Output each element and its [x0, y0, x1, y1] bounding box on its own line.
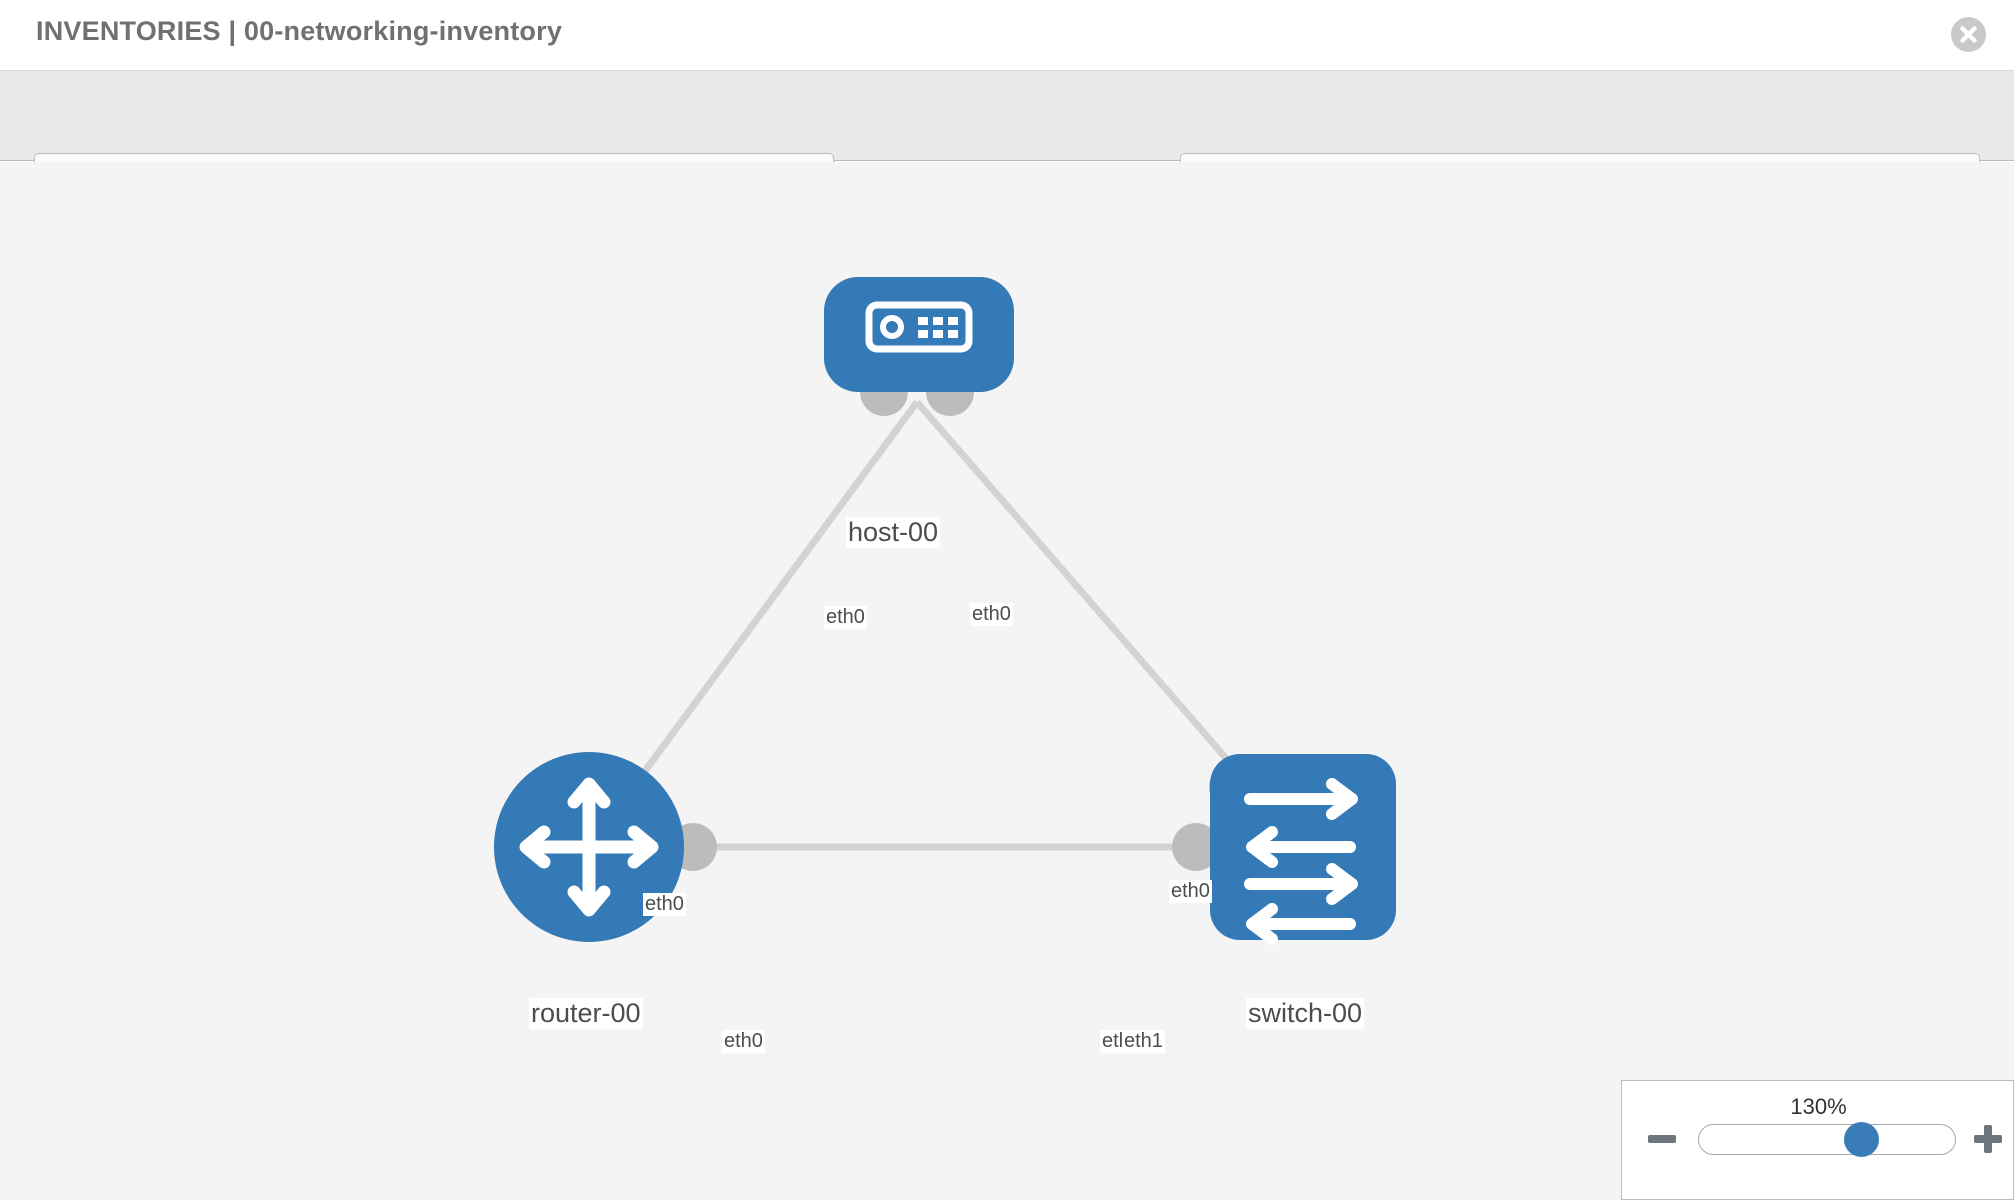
- port-label: eth0: [722, 1030, 765, 1053]
- port-label: eth0: [1169, 880, 1212, 903]
- toolbar: ACTIONS: [0, 71, 2014, 208]
- page-title: INVENTORIES | 00-networking-inventory: [36, 16, 563, 46]
- zoom-slider-thumb[interactable]: [1844, 1122, 1879, 1157]
- node-host-00[interactable]: [824, 277, 1014, 392]
- topology-graph: [494, 277, 1396, 945]
- node-label-switch-00: switch-00: [1246, 998, 1365, 1029]
- close-icon[interactable]: [1951, 17, 1986, 52]
- zoom-control-panel: 130%: [1621, 1080, 2014, 1200]
- topology-canvas[interactable]: host-00 router-00 switch-00 eth0 eth0 et…: [0, 162, 2014, 1200]
- topology-links: [586, 399, 1306, 851]
- port-label: eth1: [1122, 1030, 1165, 1053]
- zoom-slider[interactable]: [1698, 1124, 1956, 1155]
- node-label-router-00: router-00: [529, 998, 643, 1029]
- port-label: eth0: [970, 603, 1013, 626]
- page-header: INVENTORIES | 00-networking-inventory: [0, 0, 2014, 71]
- zoom-level-value: 130%: [1790, 1094, 1847, 1119]
- node-router-00[interactable]: [494, 752, 684, 942]
- node-switch-00[interactable]: [1210, 754, 1396, 945]
- node-label-host-00: host-00: [846, 517, 941, 548]
- zoom-out-button[interactable]: [1648, 1135, 1676, 1143]
- port-label: eth0: [824, 606, 867, 629]
- port-switch-left: [1172, 823, 1220, 871]
- port-label: eth0: [643, 893, 686, 916]
- zoom-in-button[interactable]: [1968, 1119, 2008, 1159]
